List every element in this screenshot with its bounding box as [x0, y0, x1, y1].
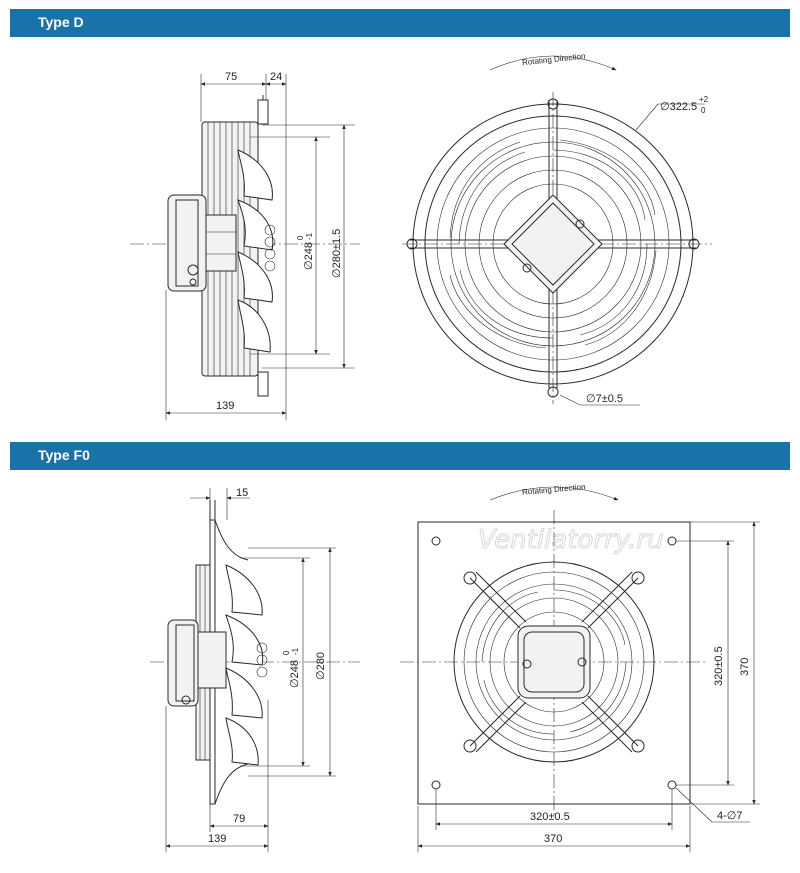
dim-dia-322-tol-top: +2 — [699, 95, 709, 104]
dim-139: 139 — [208, 833, 226, 845]
dim-dia-322-tol-bot: 0 — [701, 106, 706, 115]
type-f0-side-view — [150, 488, 360, 852]
section-banner-type-d: Type D — [10, 9, 790, 37]
dim-79: 79 — [233, 813, 245, 825]
dim-dia-322: ∅322.5 — [660, 101, 697, 113]
watermark: Ventilatorry.ru — [478, 525, 664, 555]
dim-dia-248: ∅248 — [289, 660, 301, 688]
dim-320-horizontal: 320±0.5 — [530, 811, 570, 823]
dim-dia-248: ∅248 — [303, 242, 315, 270]
dim-dia-248-tol-bot: -1 — [291, 647, 300, 655]
dim-dia-248-tol-top: 0 — [296, 235, 305, 240]
section-banner-type-f0: Type F0 — [10, 442, 790, 470]
dim-320-vertical: 320±0.5 — [713, 646, 725, 686]
dim-holes-4x7: 4-∅7 — [717, 810, 742, 822]
dim-dia-248-tol-bot: -1 — [305, 232, 314, 240]
rotating-direction-label: Rotating Direction — [522, 52, 586, 68]
dim-hole-7: ∅7±0.5 — [586, 393, 623, 405]
dim-370-horizontal: 370 — [544, 833, 562, 845]
dim-370-vertical: 370 — [739, 658, 751, 676]
type-d-side-view — [130, 74, 360, 420]
rotating-direction-label: Rotating Direction — [522, 482, 586, 497]
section-title: Type D — [38, 14, 84, 30]
dim-dia-280: ∅280 — [315, 652, 327, 680]
type-f0-front-view — [400, 486, 760, 852]
dim-dia-248-tol-top: 0 — [282, 650, 291, 655]
dim-dia-280: ∅280±1.5 — [331, 229, 343, 278]
section-title: Type F0 — [38, 447, 90, 463]
dim-75: 75 — [225, 71, 237, 83]
type-d-front-view — [402, 55, 712, 406]
dim-15: 15 — [236, 487, 248, 499]
dim-24: 24 — [270, 71, 282, 83]
dim-139: 139 — [216, 400, 234, 412]
